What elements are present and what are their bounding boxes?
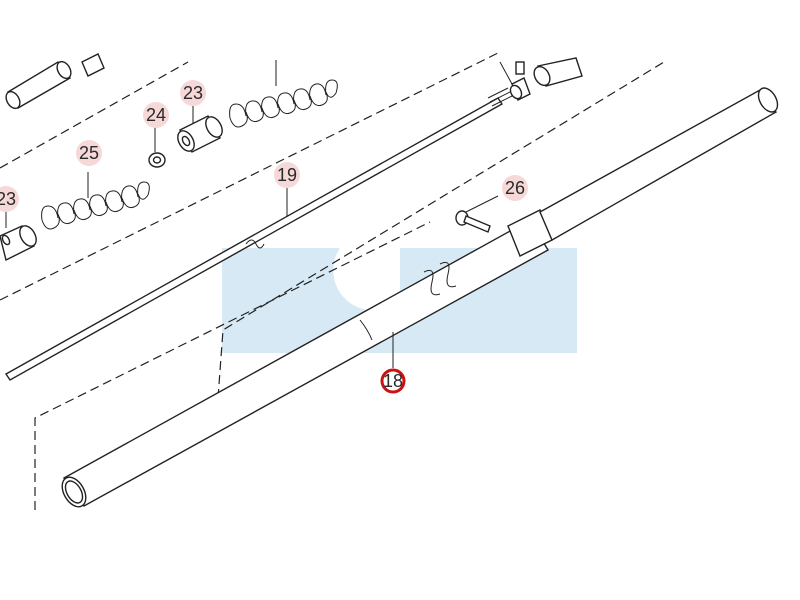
spring-part-upper bbox=[229, 60, 338, 128]
screw-part-26 bbox=[455, 195, 499, 233]
callout-24: 24 bbox=[143, 102, 169, 128]
washer-part-24 bbox=[148, 124, 166, 168]
svg-text:19: 19 bbox=[277, 165, 297, 185]
top-right-fittings bbox=[499, 57, 583, 101]
svg-text:23: 23 bbox=[183, 83, 203, 103]
svg-text:23: 23 bbox=[0, 189, 16, 209]
dashed-guide-lines bbox=[0, 51, 665, 510]
sleeve-part-23-left bbox=[0, 210, 37, 262]
svg-text:25: 25 bbox=[79, 143, 99, 163]
sleeve-part-23-upper bbox=[177, 104, 223, 153]
callout-23-upper: 23 bbox=[180, 80, 206, 106]
shaft-part-19 bbox=[4, 87, 513, 381]
callout-23-left: 23 bbox=[0, 186, 19, 212]
tube-part-18 bbox=[61, 87, 779, 508]
spring-part-25 bbox=[41, 172, 150, 230]
svg-text:24: 24 bbox=[146, 105, 166, 125]
callout-18: 18 bbox=[380, 368, 406, 394]
top-left-sleeve bbox=[5, 53, 105, 110]
svg-text:18: 18 bbox=[383, 371, 403, 391]
callout-26: 26 bbox=[502, 175, 528, 201]
callout-19: 19 bbox=[274, 162, 300, 188]
svg-text:26: 26 bbox=[505, 178, 525, 198]
callout-25: 25 bbox=[76, 140, 102, 166]
